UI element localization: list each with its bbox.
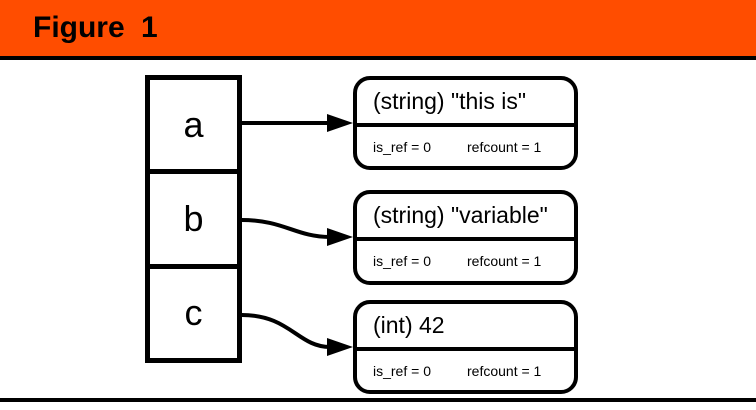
variable-cell-a: a	[183, 103, 204, 145]
zval-meta-row: is_ref = 0 refcount = 1	[357, 123, 574, 166]
variable-table: a b c	[145, 75, 242, 363]
header-divider-rule	[0, 56, 756, 60]
zval-meta-row: is_ref = 0 refcount = 1	[357, 347, 574, 390]
arrow-c-icon	[241, 313, 353, 356]
is-ref-label: is_ref = 0	[373, 138, 431, 155]
variable-cell-b: b	[150, 169, 237, 263]
figure-header-bar: Figure 1	[0, 0, 756, 56]
is-ref-label: is_ref = 0	[373, 362, 431, 379]
zval-box-this-is: (string) "this is" is_ref = 0 refcount =…	[353, 76, 578, 170]
refcount-label: refcount = 1	[467, 138, 542, 155]
zval-value: (int) 42	[373, 312, 445, 338]
variable-cell-c: c	[150, 263, 237, 358]
zval-value: (string) "variable"	[373, 202, 548, 228]
zval-meta-row: is_ref = 0 refcount = 1	[357, 237, 574, 281]
arrow-a-icon	[242, 114, 353, 132]
is-ref-label: is_ref = 0	[373, 253, 431, 269]
arrow-b-icon	[241, 218, 353, 246]
zval-box-int-42: (int) 42 is_ref = 0 refcount = 1	[353, 300, 578, 394]
refcount-label: refcount = 1	[467, 253, 542, 269]
zval-value: (string) "this is"	[373, 88, 527, 114]
refcount-label: refcount = 1	[467, 362, 542, 379]
figure-title: Figure 1	[33, 11, 158, 44]
footer-divider-rule	[0, 398, 756, 402]
zval-box-variable: (string) "variable" is_ref = 0 refcount …	[353, 190, 578, 285]
